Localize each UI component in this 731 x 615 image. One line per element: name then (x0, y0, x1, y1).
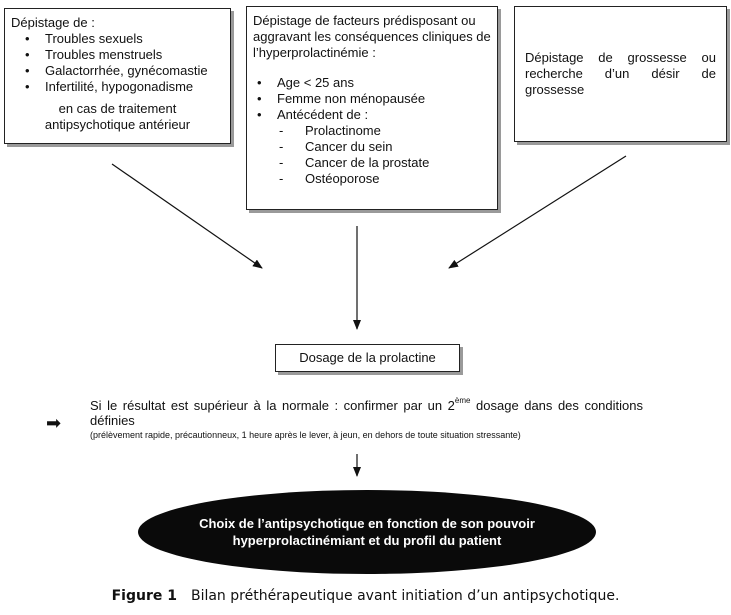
risk-factors-box: Dépistage de facteurs prédisposant ou ag… (246, 6, 498, 210)
left-box-footer-line: antipsychotique antérieur (44, 117, 191, 132)
list-item: Femme non ménopausée (257, 91, 491, 107)
arrow-left-to-dosage (111, 163, 263, 269)
choice-line: hyperprolactinémiant et du profil du pat… (232, 533, 502, 548)
figure-label: Figure 1 (111, 588, 177, 604)
figure-caption: Figure 1 Bilan préthérapeutique avant ini… (0, 588, 731, 604)
result-superscript: ème (454, 396, 471, 405)
right-box-text: Dépistage de grossesse ou recherche d’un… (525, 50, 716, 97)
pregnancy-screening-box: Dépistage de grossesse ou recherche d’un… (514, 6, 727, 142)
screening-box-left: Dépistage de : Troubles sexuels Troubles… (4, 8, 231, 144)
list-item: Infertilité, hypogonadisme (25, 79, 224, 95)
result-note: (prélèvement rapide, précautionneux, 1 h… (90, 430, 521, 440)
middle-box-list: Age < 25 ans Femme non ménopausée Antécé… (253, 75, 491, 123)
left-box-footer-line: en cas de traitement (58, 101, 177, 116)
arrow-right-icon: ➡ (46, 413, 62, 433)
arrow-right-to-dosage (448, 155, 627, 269)
list-item: Cancer du sein (279, 139, 491, 155)
list-item: Ostéoporose (279, 171, 491, 187)
middle-box-title: Dépistage de facteurs prédisposant ou ag… (253, 13, 491, 60)
list-item: Age < 25 ans (257, 75, 491, 91)
list-item: Antécédent de : (257, 107, 491, 123)
list-item: Cancer de la prostate (279, 155, 491, 171)
list-item: Troubles menstruels (25, 47, 224, 63)
left-box-list: Troubles sexuels Troubles menstruels Gal… (11, 31, 224, 95)
left-box-footer: en cas de traitement antipsychotique ant… (11, 101, 224, 133)
prolactin-dosage-box: Dosage de la prolactine (275, 344, 460, 372)
list-item: Troubles sexuels (25, 31, 224, 47)
result-text-end: dosage dans des conditions définies (90, 398, 643, 428)
choice-line: Choix de l’antipsychotique en fonction d… (199, 516, 535, 531)
antipsychotic-choice-ellipse: Choix de l’antipsychotique en fonction d… (138, 490, 596, 574)
dosage-label: Dosage de la prolactine (299, 350, 436, 365)
result-instruction: Si le résultat est supérieur à la normal… (90, 396, 643, 441)
result-text: Si le résultat est supérieur à la normal… (90, 396, 643, 428)
list-item: Prolactinome (279, 123, 491, 139)
result-text-start: Si le résultat est supérieur à la normal… (90, 398, 455, 413)
figure-caption-text: Bilan préthérapeutique avant initiation … (190, 588, 620, 604)
middle-box-sublist: Prolactinome Cancer du sein Cancer de la… (253, 123, 491, 187)
list-item: Galactorrhée, gynécomastie (25, 63, 224, 79)
left-box-title: Dépistage de : (11, 15, 95, 30)
